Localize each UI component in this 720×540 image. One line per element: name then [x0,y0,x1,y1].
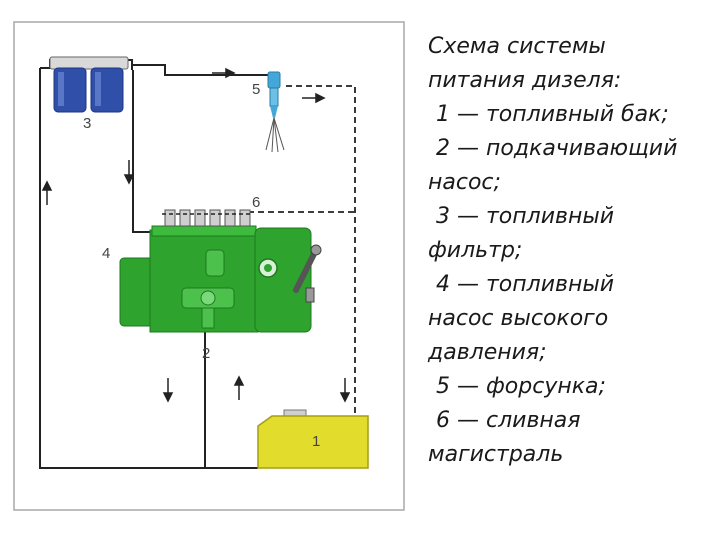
caption-item-4-cont-2: давления; [428,340,547,365]
outlet-4 [209,209,221,227]
injector-body [269,87,279,107]
outlet-2 [179,209,191,227]
drain-line-top [286,85,356,420]
return-line-left [39,68,258,469]
caption-item-2-cont: насос; [428,170,501,195]
feed-pump [181,249,235,329]
component-labels: 1 2 3 4 5 6 [83,81,320,450]
injector-top [267,71,281,89]
injector-nozzle [270,106,278,118]
outlet-1 [164,209,176,227]
arrow-right-injector-head [315,92,326,104]
filter-highlight-right [95,72,101,106]
arrow-up-feed-head [233,375,245,386]
filter-highlight-left [58,72,64,106]
feed-pump-center [200,290,216,306]
caption-item-1: 1 — топливный бак; [436,102,669,127]
outlet-6 [239,209,251,227]
caption-item-4: 4 — топливный [436,272,615,297]
pump-top-rail [151,225,257,237]
label-tank: 1 [312,433,320,450]
spray-1 [265,117,275,151]
pump-lever-stop [305,287,315,303]
caption-item-6: 6 — сливная [436,408,581,433]
label-drain-line: 6 [252,194,260,211]
pump-lever [293,247,319,293]
pump-end-cap [119,257,155,327]
outlet-5 [224,209,236,227]
flow-arrows [41,67,351,403]
spray-3 [273,117,279,153]
spray-4 [273,117,285,151]
injector [265,71,285,153]
caption-item-3-cont: фильтр; [428,238,523,263]
label-injector: 5 [252,81,260,98]
pump-outlets [164,209,251,227]
tank-body [257,415,369,469]
arrow-down-filter-head [123,174,135,185]
arrow-down-drain-head [339,392,351,403]
pump-governor-hole [264,264,272,272]
caption: Схема системы питания дизеля: 1 — топлив… [428,30,716,472]
fuel-tank [257,409,369,469]
spray-2 [271,117,275,153]
caption-item-2: 2 — подкачивающий [436,136,678,161]
label-fuel-filter: 3 [83,115,91,132]
label-hp-pump: 4 [102,245,110,262]
arrow-up-left-head [41,180,53,191]
fuel-filter [49,56,129,113]
filter-cap [49,56,129,70]
label-feed-pump: 2 [202,345,210,362]
caption-item-5: 5 — форсунка; [436,374,606,399]
pump-lever-pivot [310,244,322,256]
caption-item-3: 3 — топливный [436,204,615,229]
feed-pump-inlet [201,307,215,329]
caption-title-line-1: Схема системы [428,34,606,59]
arrow-right-top-head [225,67,236,79]
pump-governor [254,227,312,333]
caption-title-line-2: питания дизеля: [428,68,622,93]
feed-pump-top [205,249,225,277]
caption-item-6-cont: магистраль [428,442,564,467]
arrow-down-left-head [162,392,174,403]
caption-item-4-cont-1: насос высокого [428,306,609,331]
outlet-3 [194,209,206,227]
